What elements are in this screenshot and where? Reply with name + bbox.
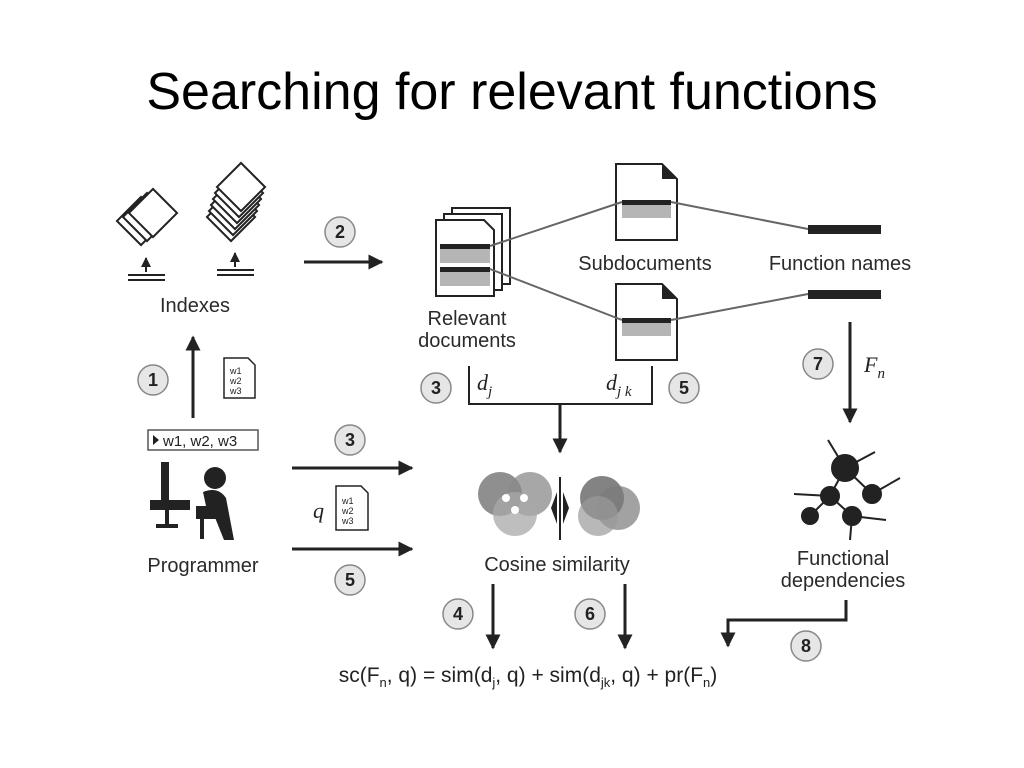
step-8-number: 8 [801,636,811,656]
step-5a-number: 5 [679,378,689,398]
relevant-documents-label-2: documents [418,330,516,352]
step-4-number: 4 [453,604,463,624]
subdocument-bottom-icon [615,283,678,361]
djk-symbol: dj k [606,370,632,400]
functional-dependencies-label-1: Functional [797,548,889,570]
functional-dependencies-label-2: dependencies [781,570,906,592]
step-7-number: 7 [813,354,823,374]
svg-text:w2: w2 [229,376,242,386]
svg-text:w3: w3 [341,516,354,526]
step-3a-number: 3 [431,378,441,398]
subdocument-connectors [489,201,809,321]
dj-symbol: dj [477,370,492,400]
fn-symbol: Fn [863,352,885,382]
step-8-badge [790,630,822,662]
relevant-documents-label-1: Relevant [428,308,507,330]
query-document-icon-bottom: w1 w2 w3 [335,485,369,531]
svg-text:w3: w3 [229,386,242,396]
function-names-label: Function names [769,253,911,275]
relevant-documents-icon [435,207,511,297]
cosine-similarity-label: Cosine similarity [484,554,630,576]
step-3b-badge [334,424,366,456]
svg-text:w2: w2 [341,506,354,516]
cosine-divider-icon [551,477,569,540]
query-document-icon-top: w1 w2 w3 [223,357,256,399]
step-1-number: 1 [148,370,158,390]
step-3a-badge [420,372,452,404]
svg-text:w1: w1 [341,496,354,506]
step-1-badge [137,364,169,396]
dependency-graph-icon [793,439,901,541]
cosine-venn-right-icon [578,476,640,536]
step-4-badge [442,598,474,630]
index-stack-left-icon [115,187,179,281]
arrow-dependencies-to-formula [720,600,848,648]
score-formula: sc(Fn, q) = sim(dj, q) + sim(djk, q) + p… [339,664,718,690]
subdocument-top-icon [615,163,678,241]
step-7-badge [802,348,834,380]
step-2-badge [324,216,356,248]
step-5b-badge [334,564,366,596]
step-5b-number: 5 [345,570,355,590]
index-stack-right-icon [205,161,267,276]
function-name-bar-top [808,225,881,234]
step-2-number: 2 [335,222,345,242]
step-3b-number: 3 [345,430,355,450]
step-5a-badge [668,372,700,404]
slide-title: Searching for relevant functions [146,63,878,121]
svg-text:w1: w1 [229,366,242,376]
function-name-bar-bottom [808,290,881,299]
indexes-label: Indexes [160,295,230,317]
programmer-label: Programmer [147,555,258,577]
programmer-icon [150,462,234,540]
step-6-number: 6 [585,604,595,624]
subdocuments-label: Subdocuments [578,253,711,275]
q-symbol: q [313,498,324,523]
step-6-badge [574,598,606,630]
query-box: w1, w2, w3 [147,429,259,451]
svg-text:w1, w2, w3: w1, w2, w3 [162,433,237,450]
cosine-venn-left-icon [478,472,552,536]
